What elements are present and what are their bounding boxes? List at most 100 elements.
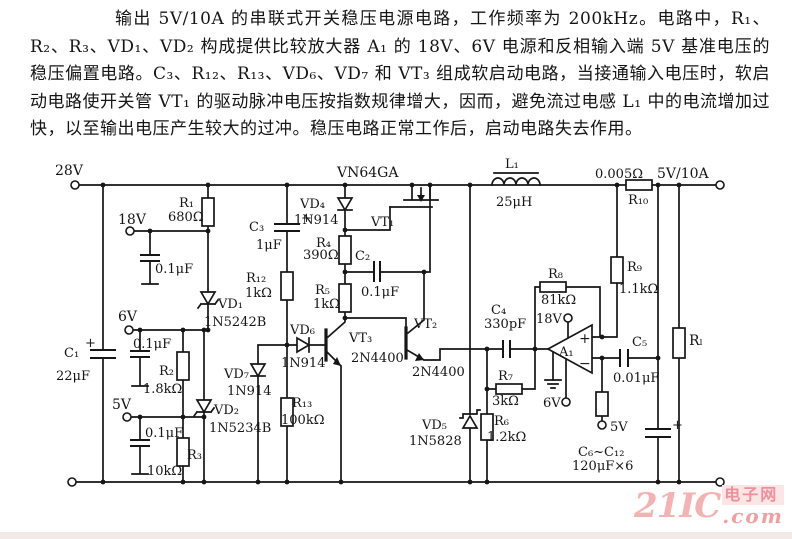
resistor-rl [672,327,686,359]
terminal-5v [122,412,132,422]
label-r5-val: 1kΩ [313,297,340,312]
label-r12-ref: R₁₂ [246,271,266,286]
label-r8-val: 81kΩ [541,293,576,308]
label-a1-plus: + [579,331,591,347]
label-rail-18v: 18V [118,212,147,228]
label-rail-5v: 5V [112,397,132,413]
terminal-opamp-18v [563,313,573,323]
label-r13-val: 100kΩ [281,413,324,428]
watermark-suffix: .com [722,504,784,528]
terminal-opamp-6v [561,397,571,407]
capacitor-c3 [274,223,300,232]
label-vt2-ref: VT₂ [413,317,437,332]
label-oa-18v: 18V [536,312,563,327]
label-vd4-val: 1N914 [294,213,338,228]
label-l1-val: 25μH [496,195,532,210]
label-vd4-ref: VD₄ [299,197,325,212]
capacitor-c4 [502,340,511,358]
resistors [176,179,686,467]
label-c2-ref: C₂ [355,249,370,264]
label-vd6-ref: VD₆ [289,323,315,338]
terminal-opamp-5v [597,420,607,430]
label-vt3-part: 2N4400 [351,351,404,366]
label-oa-5v: 5V [610,420,628,435]
resistor-r7 [495,383,523,395]
label-c1-ref: C₁ [64,346,79,361]
label-r12-val: 1kΩ [245,286,272,301]
label-r7-ref: R₇ [498,369,513,384]
label-c3-val: 1μF [256,238,282,253]
capacitors [90,223,671,447]
label-c3-plus: + [301,211,312,226]
label-rl-ref: Rₗ [689,333,703,349]
resistor-r10 [625,179,653,191]
label-vd1-val: 1N5242B [204,315,266,330]
label-r1-val: 680Ω [168,210,204,225]
transistor-vt2 [404,326,424,361]
transistor-vt3 [324,328,341,366]
label-cap5-val: 0.1μF [145,426,183,441]
resistor-r13 [280,397,294,427]
diode-vd7 [249,363,267,378]
label-r8-ref: R₈ [548,267,563,282]
capacitor-c6-c12 [645,428,671,438]
resistor-r12 [280,271,294,301]
label-output-rating: 5V/10A [657,166,710,182]
label-r6-ref: R₆ [494,414,509,429]
resistor-r6 [480,413,494,441]
label-rail-6v: 6V [118,309,138,325]
label-vt3-ref: VT₃ [348,331,372,346]
terminal-output-pos [715,180,725,190]
terminal-output-neg [715,477,725,487]
diodes [192,197,481,429]
label-cap6-val: 0.1μF [133,337,171,352]
label-vt1-part: VN64GA [336,165,399,181]
bottom-band [0,532,792,539]
label-r1-ref: R₁ [179,196,194,211]
label-c612-plus: + [672,418,683,433]
label-oa-6v: 6V [543,396,561,411]
schematic-labels: 28V18V6V5V+C₁22μFR₁680Ω0.1μFVD₁1N5242B0.… [55,157,710,479]
label-c2-val: 0.1μF [361,285,399,300]
label-vd6-val: 1N914 [281,356,325,371]
resistor-5v-ref [595,391,609,417]
resistor-r9 [610,256,624,284]
watermark: 21IC 电子网 .com [634,483,790,533]
capacitor-5v-bypass [130,439,150,447]
wires [75,184,717,483]
label-vd5-val: 1N5828 [409,434,462,449]
label-vd5-ref: VD₅ [421,418,447,433]
transistor-vt1-mosfet [389,184,439,208]
diode-vd1 [196,291,220,310]
label-r4-val: 390Ω [303,248,339,263]
watermark-brand: 21IC [634,486,721,526]
label-r10-val: 0.005Ω [595,167,643,182]
label-c5-ref: C₅ [632,335,647,350]
terminal-6v [124,325,134,335]
diode-vd4 [336,197,354,212]
label-vd2-val: 1N5234B [209,421,271,436]
label-c1-plus: + [85,336,96,351]
diode-vd5 [459,409,481,429]
label-r2-val: 1.8kΩ [143,382,182,397]
opamp-a1 [544,323,593,389]
capacitor-c2 [373,261,381,282]
label-r2-ref: R₂ [159,364,174,379]
label-c612-val: 120μF×6 [572,459,633,474]
circuit-description: 输出 5V/10A 的串联式开关稳压电源电路，工作频率为 200kHz。电路中，… [30,9,770,139]
diode-vd6 [296,336,311,354]
ground-symbol [544,379,562,389]
capacitor-c5 [619,349,629,367]
resistor-r1 [201,197,215,227]
watermark-site: 电子网 [722,485,784,505]
inductor-l1 [491,172,541,186]
label-c5-val: 0.01μF [613,371,659,386]
label-a1-ref: A₁ [558,345,574,360]
terminal-28v [70,180,80,190]
resistor-r2 [176,351,190,381]
resistor-r3 [176,437,190,467]
label-vd7-ref: VD₇ [223,367,249,382]
label-r9-val: 1.1kΩ [619,282,658,297]
label-vd2-ref: VD₂ [213,403,239,418]
